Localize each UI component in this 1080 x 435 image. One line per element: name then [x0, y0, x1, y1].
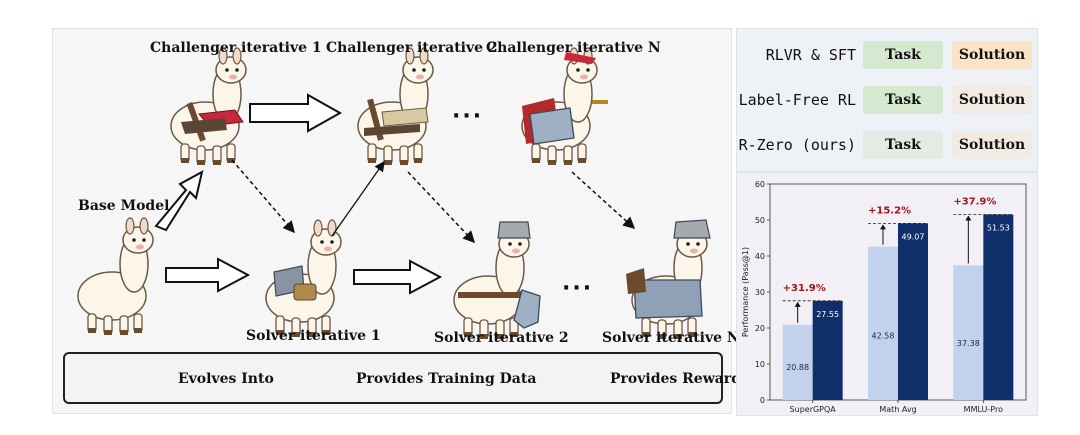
y-tick-label: 50 — [755, 216, 765, 225]
challenger-1-alpaca — [170, 47, 247, 166]
bar-rzero — [812, 300, 843, 400]
data-arrow-c2-s2 — [407, 171, 476, 244]
data-arrow-c1-s1 — [231, 159, 295, 234]
solution-cell: Solution — [952, 41, 1032, 69]
label-base-model: Base Model — [78, 198, 170, 214]
bar-value-label: 51.53 — [987, 223, 1010, 232]
comparison-row-label: Label-Free RL — [738, 91, 856, 109]
bar-value-label: 37.38 — [957, 339, 980, 348]
ellipsis-bottom: ··· — [562, 276, 594, 301]
task-cell: Task — [863, 86, 943, 114]
evolves-arrow-s1-s2 — [353, 259, 443, 295]
bar-base — [782, 324, 813, 400]
evolves-arrow-c1-c2 — [249, 93, 343, 133]
comparison-row-label: RLVR & SFT — [765, 46, 856, 64]
gain-annotation: +15.2% — [868, 205, 911, 216]
label-challenger-2: Challenger iterative 2 — [326, 40, 498, 56]
challenger-n-alpaca — [521, 47, 608, 166]
evolves-arrow-base-c1 — [154, 170, 204, 232]
x-tick-label: MMLU-Pro — [964, 405, 1003, 414]
bar-base — [868, 246, 898, 400]
evolves-arrow-base-s1 — [165, 257, 251, 293]
y-axis-label: Performance (Pass@1) — [741, 247, 750, 337]
base-model-alpaca — [77, 217, 154, 336]
bar-value-label: 27.55 — [816, 310, 839, 319]
solver-n-alpaca — [626, 219, 711, 340]
label-solver-2: Solver iterative 2 — [434, 330, 569, 346]
y-tick-label: 0 — [760, 396, 765, 405]
solution-cell: Solution — [952, 86, 1032, 114]
task-cell: Task — [863, 131, 943, 159]
solver-2-alpaca — [453, 221, 541, 340]
ellipsis-top: ··· — [452, 104, 484, 129]
y-tick-label: 40 — [755, 252, 765, 261]
x-tick-label: Math Avg — [879, 405, 916, 414]
y-tick-label: 10 — [755, 360, 765, 369]
bar-value-label: 42.58 — [872, 332, 895, 341]
label-challenger-1: Challenger iterative 1 — [150, 40, 322, 56]
comparison-row-label: R-Zero (ours) — [738, 136, 856, 154]
y-tick-label: 20 — [755, 324, 765, 333]
bar-base — [953, 265, 984, 400]
solution-cell: Solution — [952, 131, 1032, 159]
solver-1-alpaca — [265, 219, 342, 338]
legend-data-label: Provides Training Data — [356, 371, 537, 387]
y-tick-label: 30 — [755, 288, 765, 297]
legend-reward-label: Provides Reward — [610, 371, 741, 387]
bar-rzero — [898, 223, 928, 400]
task-cell: Task — [863, 41, 943, 69]
gain-annotation: +37.9% — [953, 196, 996, 207]
x-tick-label: SuperGPQA — [790, 405, 837, 414]
label-solver-n: Solver iterative N — [602, 330, 740, 346]
gain-arrow-head — [794, 301, 801, 307]
label-solver-1: Solver iterative 1 — [246, 328, 381, 344]
legend-evolves-label: Evolves Into — [178, 371, 274, 387]
challenger-2-alpaca — [357, 47, 434, 166]
gain-annotation: +31.9% — [783, 283, 826, 294]
legend-box — [63, 352, 723, 404]
y-tick-label: 60 — [755, 180, 765, 189]
label-challenger-n: Challenger iterative N — [486, 40, 661, 56]
data-arrow-cn-sn — [571, 171, 636, 230]
bar-rzero — [983, 214, 1014, 400]
gain-arrow-head — [965, 215, 972, 221]
gain-arrow-head — [880, 224, 886, 230]
bar-value-label: 49.07 — [902, 232, 925, 241]
reward-arrow-s1-c2 — [331, 160, 385, 237]
bar-value-label: 20.88 — [786, 363, 809, 372]
